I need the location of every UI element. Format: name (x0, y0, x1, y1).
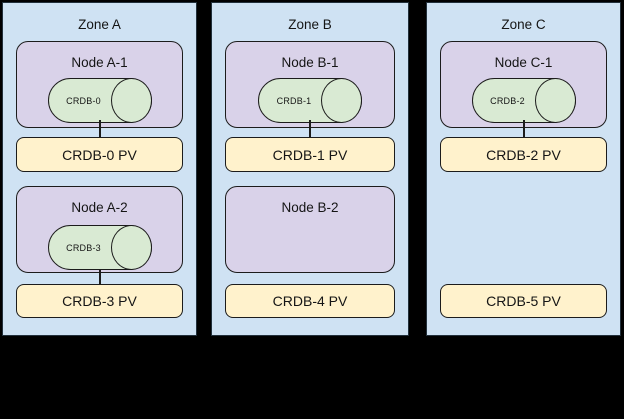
node-label: Node A-2 (71, 200, 128, 215)
pv-label: CRDB-1 PV (272, 146, 348, 163)
cylinder-cap-ellipse (110, 78, 152, 123)
cylinder-cap-ellipse (534, 78, 576, 123)
node-a-1-box: Node A-1 CRDB-0 (16, 41, 183, 128)
zone-label: Zone A (78, 17, 121, 32)
zone-label: Zone C (501, 17, 546, 32)
cylinder-cap-ellipse (321, 78, 362, 123)
zone-c: Zone C Node C-1 CRDB-2 CRDB-2 PV CRDB-5 … (426, 2, 621, 336)
connector-line (98, 270, 101, 285)
crdb-3-cylinder: CRDB-3 (47, 225, 152, 270)
cylinder-label: CRDB-0 (66, 95, 101, 106)
crdb-0-cylinder: CRDB-0 (47, 78, 152, 123)
connector-line (309, 120, 311, 138)
zone-b: Zone B Node B-1 CRDB-1 CRDB-1 PV Node B-… (211, 2, 409, 336)
crdb-2-pv-box: CRDB-2 PV (440, 137, 607, 172)
crdb-5-pv-box: CRDB-5 PV (440, 284, 607, 318)
connector-line (98, 120, 101, 138)
crdb-1-cylinder: CRDB-1 (258, 78, 362, 123)
pv-label: CRDB-0 PV (62, 146, 137, 163)
zone-label: Zone B (288, 17, 332, 32)
crdb-3-pv-box: CRDB-3 PV (16, 284, 183, 318)
node-label: Node C-1 (494, 55, 553, 70)
zone-a: Zone A Node A-1 CRDB-0 CRDB-0 PV Node A-… (2, 2, 197, 336)
crdb-2-cylinder: CRDB-2 (471, 78, 576, 123)
crdb-4-pv-box: CRDB-4 PV (225, 284, 395, 318)
cylinder-label: CRDB-2 (490, 95, 525, 106)
node-b-2-box: Node B-2 (225, 186, 395, 273)
node-c-1-box: Node C-1 CRDB-2 (440, 41, 607, 128)
node-label: Node B-2 (281, 200, 339, 215)
pv-label: CRDB-3 PV (62, 293, 137, 309)
pv-label: CRDB-4 PV (272, 293, 348, 309)
cylinder-cap-ellipse (110, 225, 152, 270)
crdb-0-pv-box: CRDB-0 PV (16, 137, 183, 172)
crdb-1-pv-box: CRDB-1 PV (225, 137, 395, 172)
node-label: Node B-1 (281, 55, 339, 70)
node-b-1-box: Node B-1 CRDB-1 (225, 41, 395, 128)
node-a-2-box: Node A-2 CRDB-3 (16, 186, 183, 273)
cylinder-label: CRDB-1 (276, 95, 312, 106)
cylinder-label: CRDB-3 (66, 242, 101, 253)
pv-label: CRDB-5 PV (486, 293, 561, 309)
connector-line (522, 120, 525, 138)
node-label: Node A-1 (71, 55, 128, 70)
pv-label: CRDB-2 PV (486, 146, 561, 163)
